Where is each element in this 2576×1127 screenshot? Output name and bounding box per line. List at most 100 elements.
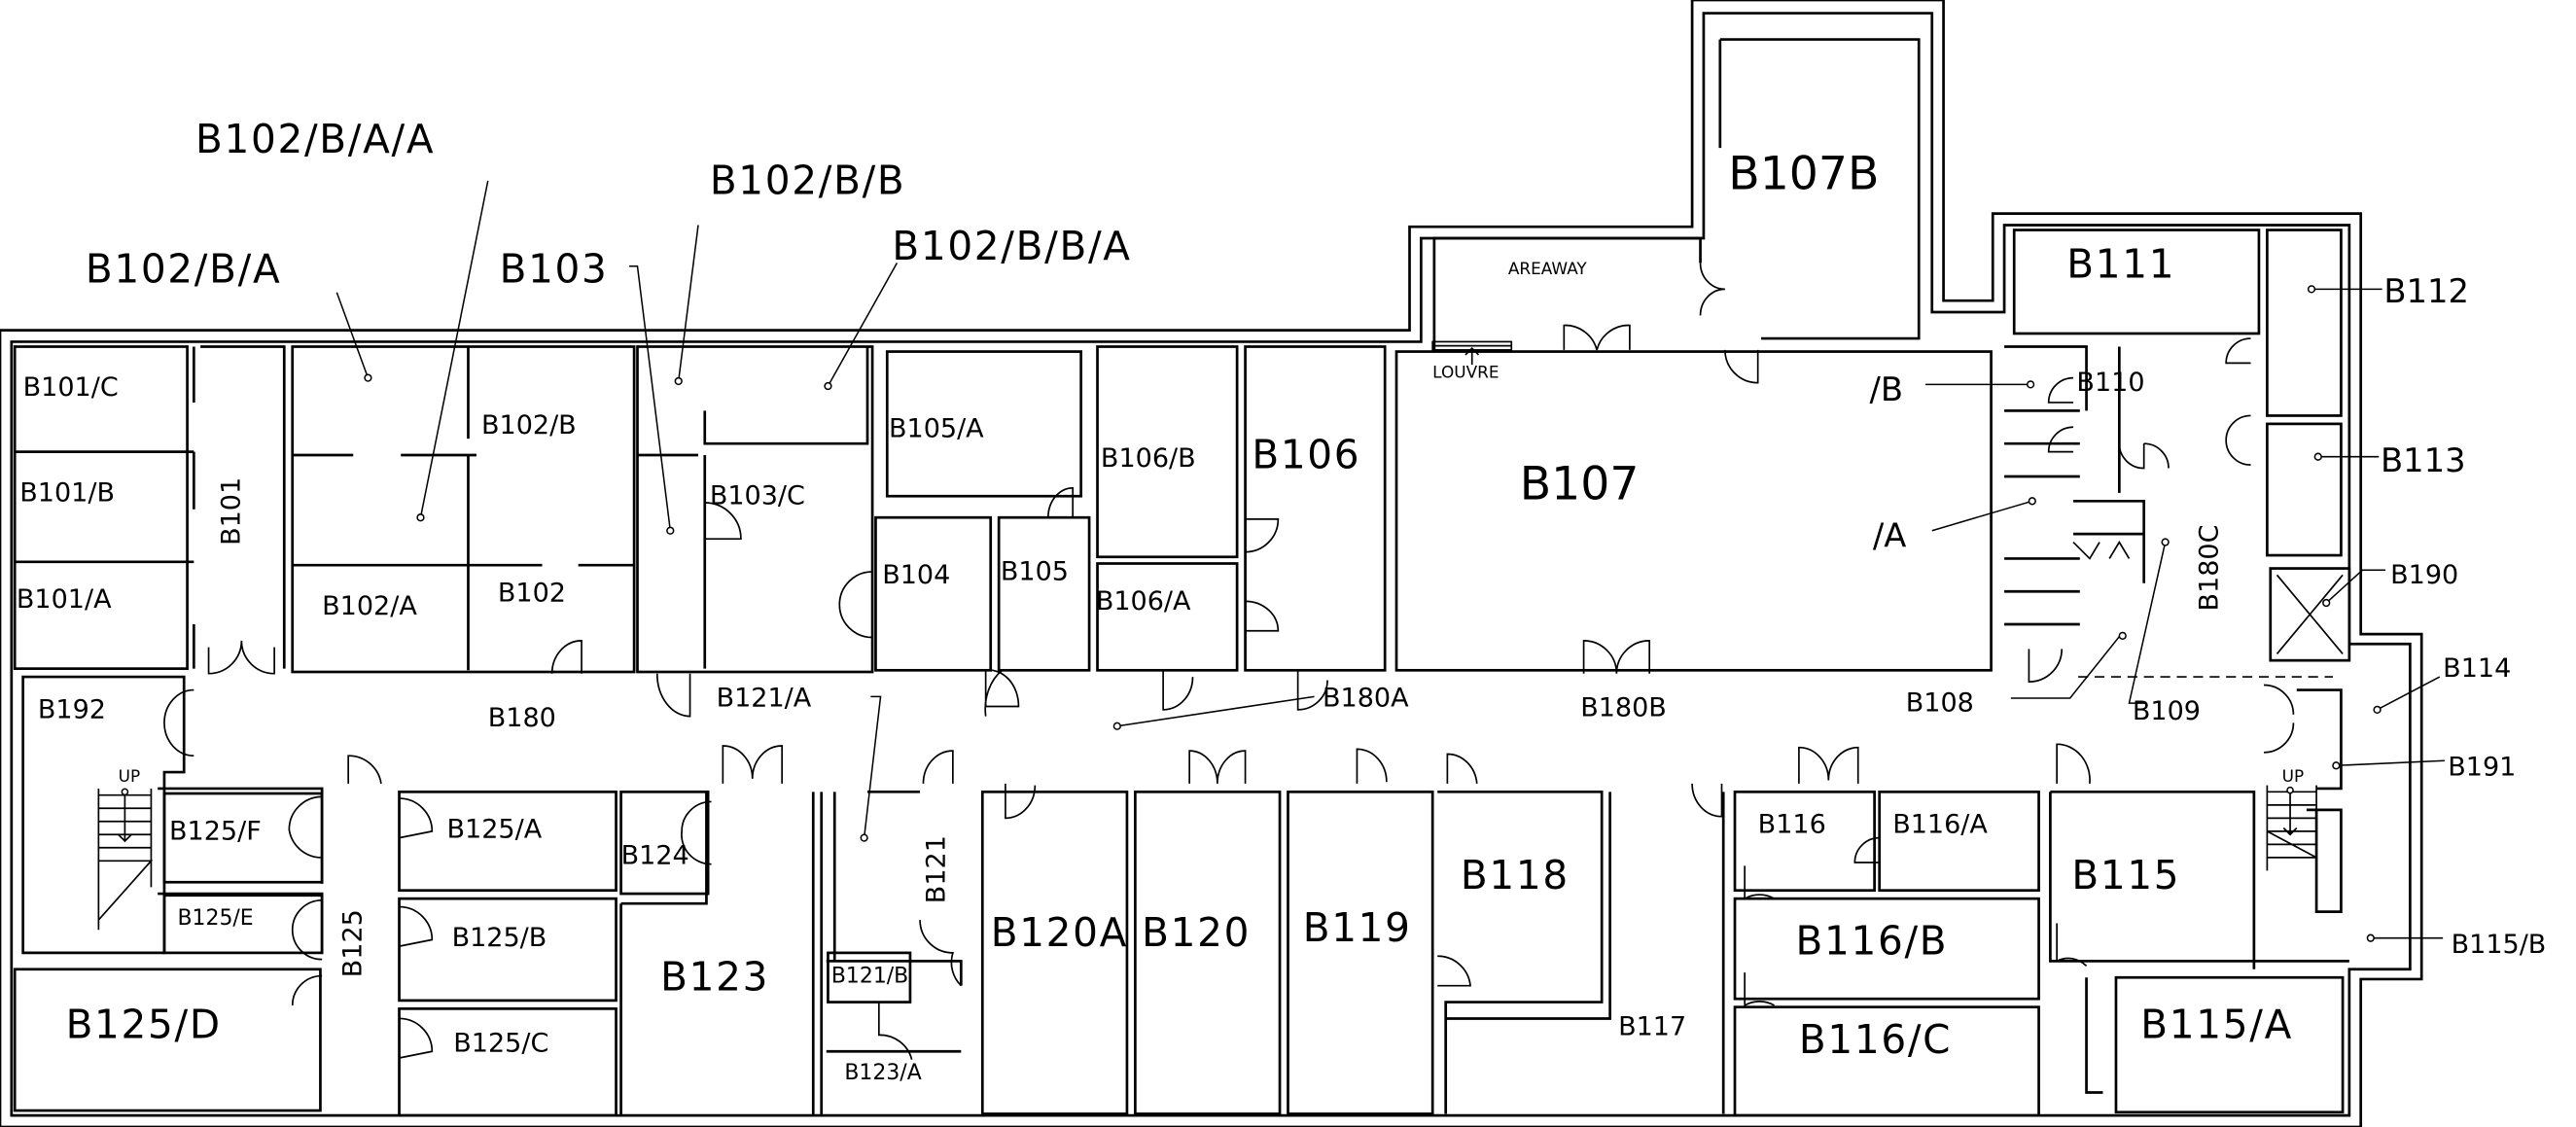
leader-b103 (629, 264, 672, 531)
leader-dot (416, 513, 425, 522)
label-b180c: B180C (2195, 525, 2225, 612)
b115a-room (2114, 975, 2345, 1114)
b125d-room (13, 968, 322, 1112)
b115-south-door (2056, 923, 2088, 968)
b112-room (2266, 229, 2343, 417)
b106a-south-door (1162, 670, 1194, 711)
b118-b117-walls (1437, 790, 1725, 1114)
leader-dot (2028, 497, 2036, 506)
b125b-room (398, 897, 618, 1003)
b110-walls (2004, 345, 2088, 626)
left-stair-icon (97, 788, 154, 931)
label-b101a: B101/A (17, 584, 112, 615)
label-b102-b-b: B102/B/B (710, 157, 906, 203)
label-b115a: B115/A (2140, 1002, 2293, 1048)
left-wing (13, 345, 874, 718)
b103-cluster (636, 345, 874, 674)
leader-dot (2332, 761, 2341, 770)
corridor-doors (163, 684, 2295, 820)
label-b103: B103 (500, 246, 609, 293)
leader-b180a (1116, 695, 1315, 727)
b116c-door (1744, 972, 1775, 1007)
label-b120: B120 (1142, 909, 1251, 956)
label-b190: B190 (2390, 560, 2458, 590)
label-b114: B114 (2443, 653, 2511, 684)
b124-door (681, 800, 712, 865)
leader-dot (674, 376, 683, 386)
b192-double-door (163, 688, 194, 757)
b116b-room (1733, 897, 2040, 1001)
b106a-room (1096, 562, 1239, 672)
b116a-room (1878, 790, 2040, 893)
label-b180a: B180A (1323, 683, 1409, 713)
leader-dot (1112, 722, 1121, 730)
b104-door (838, 571, 873, 639)
b105a-door (1047, 486, 1075, 518)
b121-walls (820, 790, 963, 1116)
leader-dot (2118, 631, 2127, 640)
b115-door (2056, 743, 2091, 784)
label-b102a: B102/A (322, 591, 417, 621)
label-b105a: B105/A (889, 413, 984, 443)
leader-b102bb (677, 225, 699, 382)
label-b121: B121 (921, 835, 951, 903)
leader-b108 (2010, 631, 2124, 699)
b102-cluster (291, 345, 636, 674)
label-b118: B118 (1461, 852, 1570, 898)
label-b192: B192 (38, 694, 106, 724)
b125a-room (398, 790, 618, 893)
leader-dot (2366, 933, 2375, 942)
label-b116: B116 (1758, 810, 1826, 840)
label-b101c: B101/C (23, 372, 119, 403)
right-stair-icon (2266, 785, 2317, 871)
b105-room (997, 515, 1091, 672)
leader-dot (2307, 285, 2316, 294)
label-b125c: B125/C (453, 1028, 548, 1058)
b105-south-door (984, 669, 1004, 717)
b120-double-door (1188, 750, 1247, 784)
label-b103c: B103/C (710, 481, 805, 511)
label-b125: B125 (338, 909, 369, 977)
leader-b102bba (827, 262, 899, 387)
areaway-double-door (1563, 324, 1631, 354)
b180c-double-door (2118, 442, 2170, 470)
leader-dot (2313, 452, 2322, 461)
label-areaway: AREAWAY (1508, 259, 1588, 278)
b111-room (2012, 229, 2261, 335)
label-b101b: B101/B (19, 477, 115, 508)
b125c-room (398, 1006, 618, 1117)
label-b117: B117 (1618, 1011, 1686, 1041)
b125e-door (291, 898, 323, 961)
label-b124: B124 (621, 841, 689, 871)
b106b-room (1096, 345, 1239, 559)
label-b123: B123 (660, 954, 769, 1001)
label-b120a: B120A (991, 909, 1128, 956)
label-b121a: B121/A (717, 683, 812, 713)
leader-b107-a (1931, 500, 2033, 532)
leader-dot (666, 526, 675, 535)
b125c-door (399, 1017, 434, 1059)
b106-south-door (1296, 670, 1328, 711)
south-middle (980, 790, 1725, 1115)
b109-folding-door (2072, 540, 2131, 560)
stair-marker (2286, 786, 2294, 794)
label-b109: B109 (2133, 696, 2201, 726)
leader-dot (364, 373, 372, 382)
leader-dot (2161, 538, 2170, 546)
b120a-door (1005, 783, 1037, 820)
b104-room (874, 515, 993, 672)
label-b102: B102 (498, 578, 566, 608)
leader-dot (824, 381, 832, 391)
b125f-door (288, 795, 323, 859)
b116-room (1733, 790, 1876, 893)
b115a-wall (2085, 977, 2103, 1094)
leader-b109 (2128, 542, 2167, 704)
b106-room (1244, 345, 1387, 672)
label-b102-b-b-a: B102/B/B/A (892, 223, 1131, 269)
b120a-room (980, 790, 1129, 1115)
label-b123a: B123/A (844, 1061, 921, 1085)
label-b101: B101 (217, 477, 247, 546)
b112-b113-doors (2225, 337, 2251, 466)
leader-b102ba (335, 292, 370, 378)
b102-b-b-a-wall (703, 346, 869, 445)
